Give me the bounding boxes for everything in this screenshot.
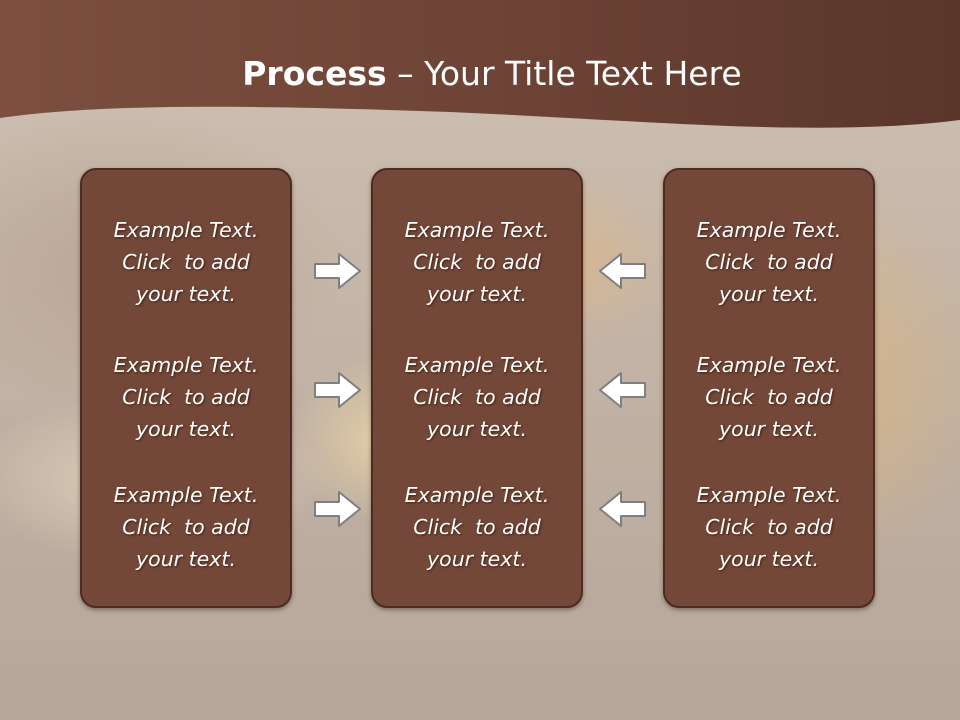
left-arrow-icon	[599, 372, 646, 408]
process-box-right[interactable]: Example Text. Click to add your text. Ex…	[663, 168, 875, 608]
right-arrow-icon	[314, 372, 361, 408]
text-item[interactable]: Example Text. Click to add your text.	[113, 218, 259, 306]
text-item[interactable]: Example Text. Click to add your text.	[404, 218, 550, 306]
process-box-left[interactable]: Example Text. Click to add your text. Ex…	[80, 168, 292, 608]
header-band	[0, 0, 960, 128]
right-arrow-icon	[314, 253, 361, 289]
text-item[interactable]: Example Text. Click to add your text.	[696, 218, 842, 306]
left-arrow-icon	[599, 491, 646, 527]
text-item[interactable]: Example Text. Click to add your text.	[404, 353, 550, 441]
title-rest: – Your Title Text Here	[386, 54, 742, 93]
text-item[interactable]: Example Text. Click to add your text.	[404, 483, 550, 571]
process-box-center[interactable]: Example Text. Click to add your text. Ex…	[371, 168, 583, 608]
right-arrow-icon	[314, 491, 361, 527]
title-bold: Process	[242, 54, 387, 93]
slide-title: Process – Your Title Text Here	[0, 54, 960, 93]
text-item[interactable]: Example Text. Click to add your text.	[113, 353, 259, 441]
text-item[interactable]: Example Text. Click to add your text.	[696, 483, 842, 571]
text-item[interactable]: Example Text. Click to add your text.	[113, 483, 259, 571]
left-arrow-icon	[599, 253, 646, 289]
text-item[interactable]: Example Text. Click to add your text.	[696, 353, 842, 441]
